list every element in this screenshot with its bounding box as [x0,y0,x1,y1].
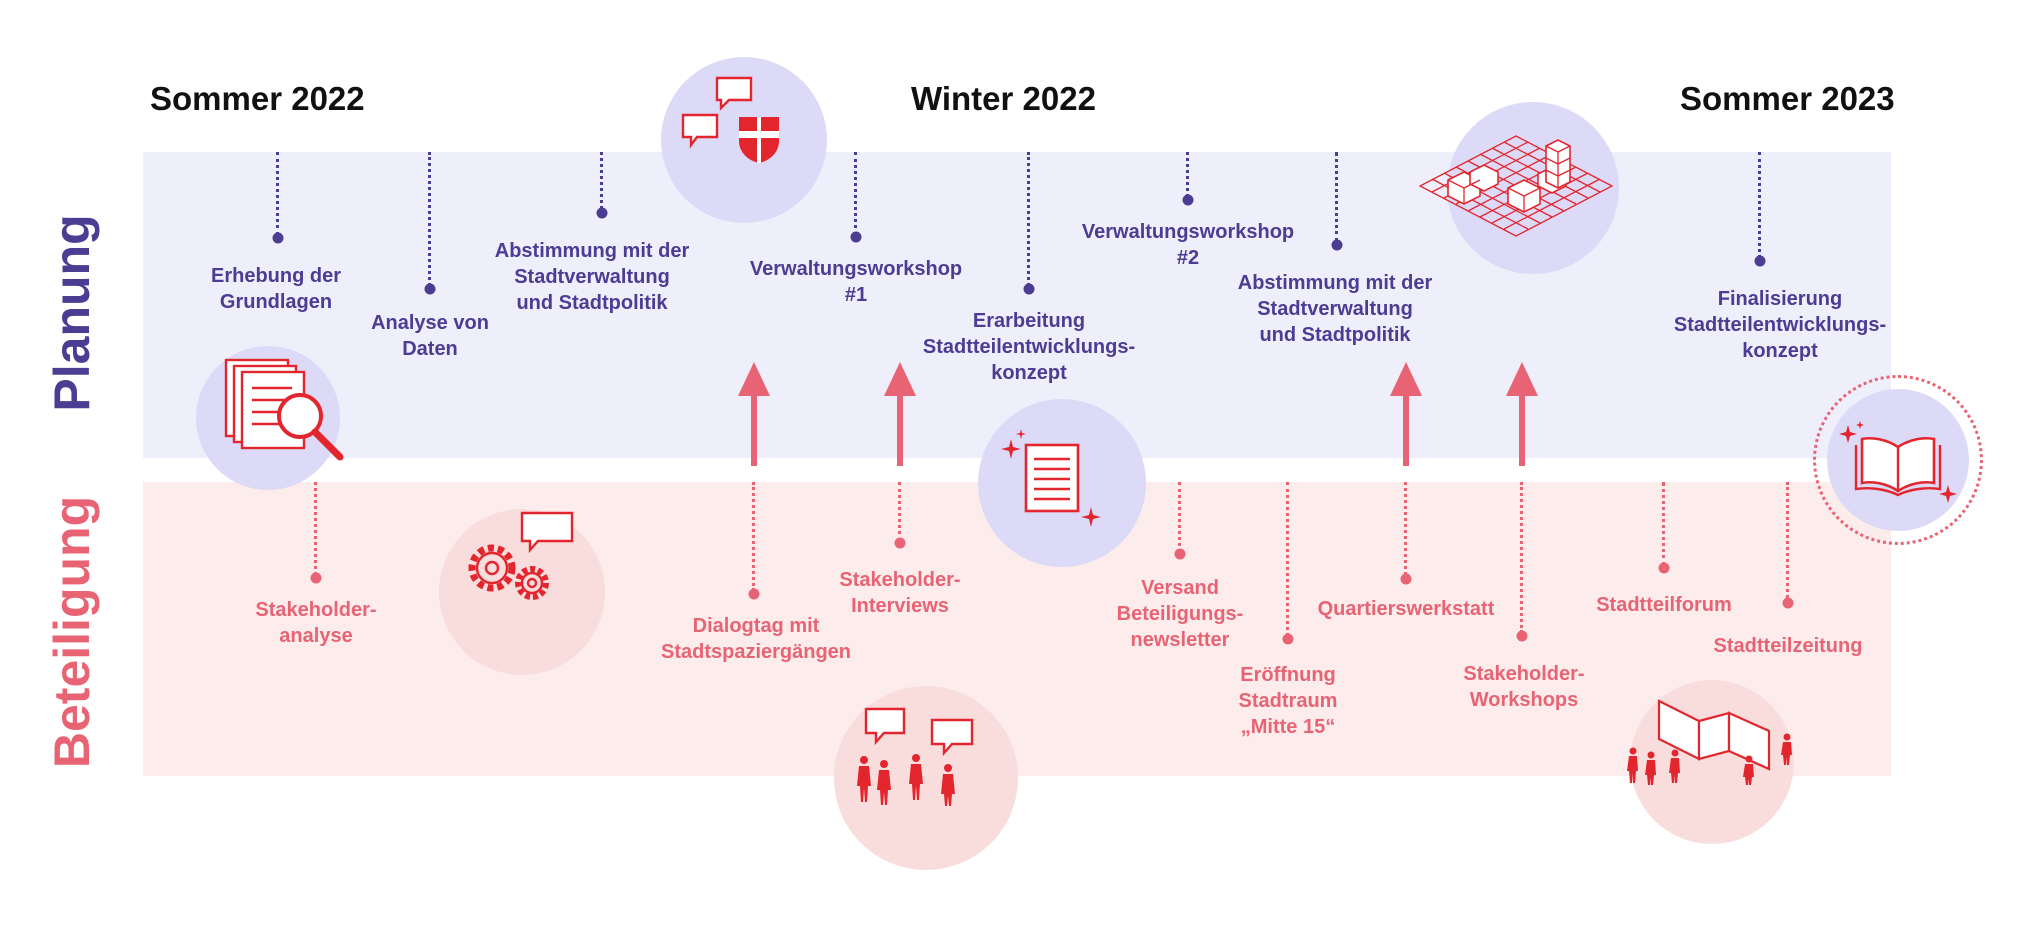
milestone-dot [1754,255,1766,267]
season-summer-2023: Sommer 2023 [1680,80,1895,117]
arrow-up-icon [1506,362,1538,466]
milestone-label-verwaltungsworkshop-2: Verwaltungsworkshop #2 [1081,221,1295,269]
milestone-label-abstimmung-2: Abstimmung mit der Stadtverwaltung und S… [1237,272,1433,346]
connector-line [752,482,755,591]
milestone-dot [596,207,608,219]
city-grid-icon [1418,135,1614,237]
connector-line [854,152,857,235]
milestone-dot [1023,283,1035,295]
milestone-label-versand-newsletter: Versand Beteiligungs- newsletter [1116,577,1244,651]
chat-shield-icon [681,76,779,163]
connector-line [1404,482,1407,575]
milestone-label-erhebung: Erhebung der Grundlagen [210,265,342,313]
milestone-label-finalisierung: Finalisierung Stadtteilentwicklungs- kon… [1673,288,1887,362]
milestone-label-stadtteilzeitung: Stadtteilzeitung [1713,635,1863,657]
sparkle-document-icon [1001,429,1101,527]
exhibition-icon [1627,699,1792,785]
milestone-label-stakeholder-workshops: Stakeholder- Workshops [1463,663,1585,711]
dotted-ring [1813,375,1983,545]
milestone-dot [1331,239,1343,251]
connector-line [1186,152,1189,197]
connector-line [1178,482,1181,552]
arrow-up-icon [738,362,770,466]
document-search-icon [224,358,344,461]
milestone-label-verwaltungsworkshop-1: Verwaltungsworkshop #1 [749,258,963,306]
open-book-icon [1839,421,1957,503]
milestone-dot [1400,573,1412,585]
milestone-label-eroeffnung-stadtraum: Eröffnung Stadtraum „Mitte 15“ [1238,664,1338,738]
milestone-dot [1782,597,1794,609]
milestone-label-dialogtag: Dialogtag mit Stadtspaziergängen [660,615,852,663]
arrow-up-icon [1390,362,1422,466]
milestone-label-abstimmung-1: Abstimmung mit der Stadtverwaltung und S… [494,240,690,314]
connector-line [1286,482,1289,636]
milestone-dot [894,537,906,549]
connector-line [428,152,431,286]
people-chat-icon [857,707,974,806]
connector-line [314,482,317,575]
connector-line [1662,482,1665,566]
gears-chat-icon [468,511,574,600]
row-label-planning: Planung [44,214,100,412]
milestone-dot [424,283,436,295]
connector-line [1335,152,1338,242]
milestone-dot [1516,630,1528,642]
milestone-label-stakeholderanalyse: Stakeholder- analyse [255,599,377,647]
connector-line [1520,482,1523,633]
milestone-dot [272,232,284,244]
milestone-dot [748,588,760,600]
milestone-label-erarbeitung: Erarbeitung Stadtteilentwicklungs- konze… [922,310,1136,384]
milestone-label-stadtteilforum: Stadtteilforum [1596,594,1732,616]
connector-line [1758,152,1761,258]
connector-line [276,152,279,235]
season-summer-2022: Sommer 2022 [150,80,365,117]
milestone-dot [310,572,322,584]
row-label-participation: Beteiligung [44,495,100,769]
milestone-dot [1658,562,1670,574]
connector-line [1786,482,1789,598]
connector-line [898,482,901,541]
milestone-dot [1174,548,1186,560]
connector-line [600,152,603,209]
milestone-label-analyse: Analyse von Daten [371,312,489,360]
milestone-label-stakeholder-interviews: Stakeholder- Interviews [839,569,961,617]
season-winter-2022: Winter 2022 [911,80,1096,117]
milestone-dot [850,231,862,243]
milestone-label-quartierswerkstatt: Quartierswerkstatt [1317,598,1495,620]
milestone-dot [1182,194,1194,206]
milestone-dot [1282,633,1294,645]
arrow-up-icon [884,362,916,466]
connector-line [1027,152,1030,286]
